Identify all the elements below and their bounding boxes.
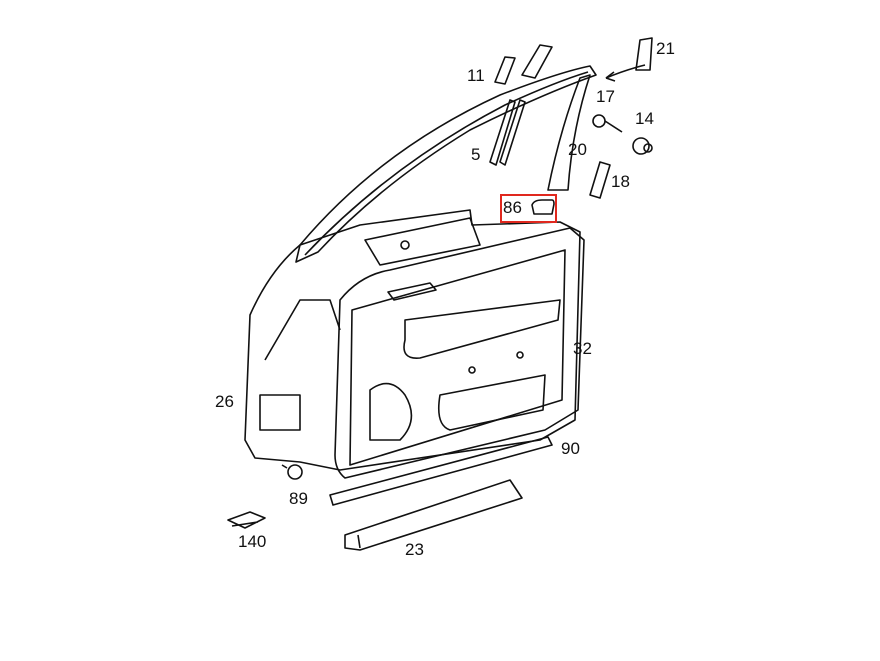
pillar-part-20 bbox=[547, 74, 591, 191]
label-11: 11 bbox=[467, 66, 485, 85]
strip-part-5 bbox=[489, 99, 526, 166]
trim-panel-part-32 bbox=[334, 227, 585, 479]
label-32: 32 bbox=[573, 339, 592, 358]
clip-part-21 bbox=[635, 37, 653, 71]
window-frame-part bbox=[295, 65, 597, 263]
inner-panel-part-26 bbox=[244, 209, 581, 471]
clip-part-140 bbox=[227, 511, 266, 529]
label-26: 26 bbox=[215, 392, 234, 411]
grommet-part-14 bbox=[632, 137, 650, 155]
trim-part-18 bbox=[589, 161, 611, 199]
label-140: 140 bbox=[238, 532, 267, 551]
sill-part-23 bbox=[344, 479, 523, 551]
label-86: 86 bbox=[503, 198, 522, 217]
label-21: 21 bbox=[656, 39, 675, 58]
label-89: 89 bbox=[289, 489, 308, 508]
highlight-box bbox=[500, 194, 557, 223]
screw-part-17 bbox=[592, 114, 606, 128]
strip-part-90 bbox=[329, 436, 553, 506]
clip-part-86 bbox=[531, 199, 555, 215]
label-14: 14 bbox=[635, 109, 654, 128]
label-23: 23 bbox=[405, 540, 424, 559]
label-5: 5 bbox=[471, 145, 481, 164]
clip-part-11 bbox=[494, 44, 553, 85]
label-20: 20 bbox=[568, 140, 587, 159]
label-18: 18 bbox=[611, 172, 630, 191]
label-90: 90 bbox=[561, 439, 580, 458]
clip-part-89 bbox=[287, 464, 303, 480]
label-17: 17 bbox=[596, 87, 615, 106]
